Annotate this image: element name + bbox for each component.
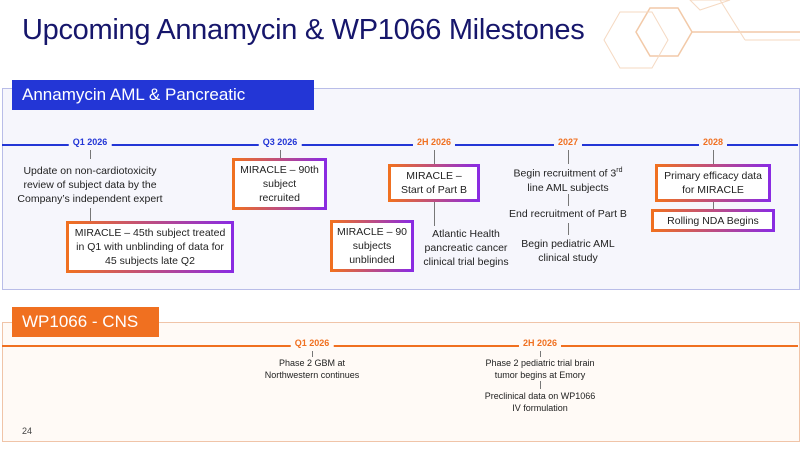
annamycin-timeline	[2, 144, 798, 146]
tick-line	[568, 223, 569, 235]
2027-end-recruitment-text: End recruitment of Part B	[509, 208, 627, 220]
period-q1-2026: Q1 2026	[68, 137, 112, 147]
tick-line	[713, 150, 714, 164]
wp-period-q1-2026: Q1 2026	[290, 338, 334, 348]
2027-recruitment-text: Begin recruitment of 3rd line AML subjec…	[513, 167, 623, 194]
wp-period-2h-2026: 2H 2026	[518, 338, 562, 348]
tick-line	[713, 202, 714, 210]
annamycin-banner: Annamycin AML & Pancreatic	[12, 80, 314, 110]
period-2028: 2028	[698, 137, 728, 147]
tick-line	[90, 150, 91, 159]
period-q3-2026: Q3 2026	[258, 137, 302, 147]
tick-line	[568, 150, 569, 164]
wp1066-timeline	[2, 345, 798, 347]
tick-line	[312, 351, 313, 357]
wp1066-banner: WP1066 - CNS	[12, 307, 159, 337]
page-number: 24	[22, 426, 33, 436]
tick-line	[280, 150, 281, 158]
tick-line	[434, 150, 435, 164]
tick-line	[568, 194, 569, 206]
tick-line	[540, 381, 541, 389]
wp1066-panel	[2, 322, 800, 442]
2h-miracle-part-b-box: MIRACLE –Start of Part B	[388, 164, 480, 202]
tick-line	[540, 351, 541, 357]
tick-line	[90, 208, 91, 222]
period-2h-2026: 2H 2026	[412, 137, 456, 147]
2028-rolling-nda-box: Rolling NDA Begins	[651, 209, 775, 232]
period-2027: 2027	[553, 137, 583, 147]
tick-line	[434, 202, 435, 226]
page-title: Upcoming Annamycin & WP1066 Milestones	[22, 14, 585, 46]
